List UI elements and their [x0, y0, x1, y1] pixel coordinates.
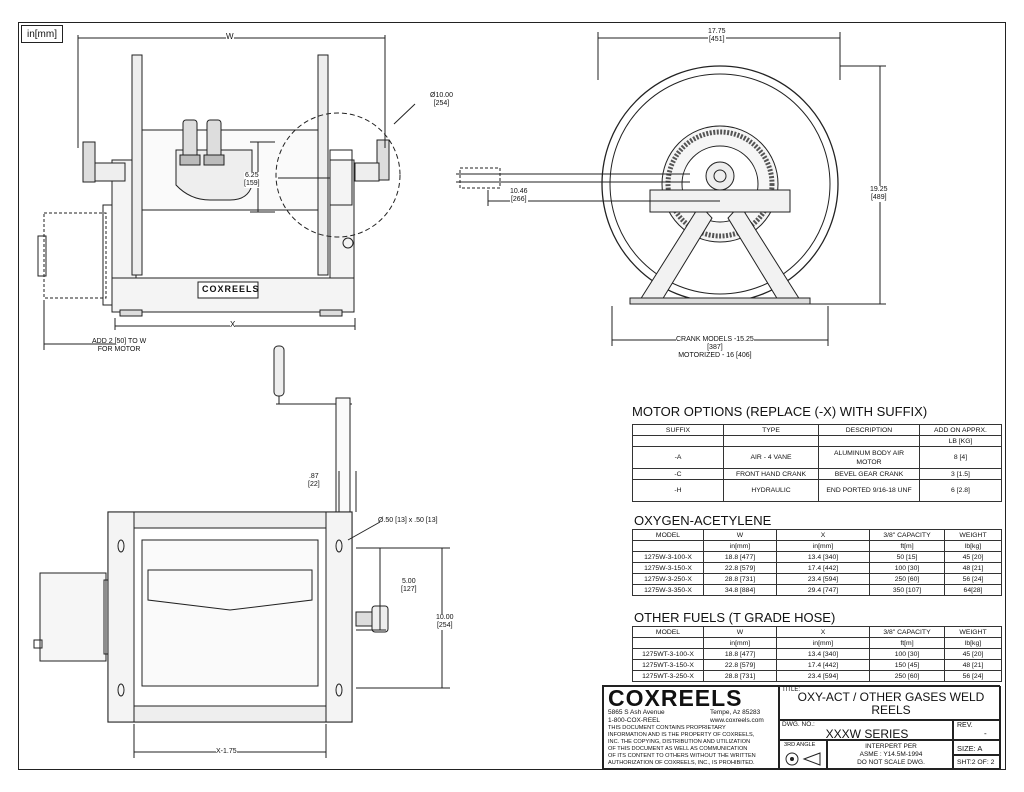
- header-cell: SUFFIX: [632, 424, 724, 436]
- table-units-row: in[mm]in[mm] ft[m]lb[kg]: [632, 637, 1002, 649]
- dwg-number: XXXW SERIES: [825, 727, 909, 741]
- table-units-row: in[mm]in[mm] ft[m]lb[kg]: [632, 540, 1002, 552]
- unit-cell: LB [KG]: [919, 435, 1002, 447]
- nameplate-logo: COXREELS: [202, 284, 260, 294]
- side-view-reel: [37, 35, 416, 350]
- motor-options-table: SUFFIX TYPE DESCRIPTION ADD ON APPRX. LB…: [632, 424, 1002, 502]
- third-angle-projection-icon: [785, 752, 821, 766]
- rev-value: -: [984, 729, 987, 738]
- sheet-cell: SHT:2 OF: 2: [953, 755, 1001, 770]
- company-address: 5865 S Ash Avenue: [608, 709, 665, 716]
- table-header-row: SUFFIX TYPE DESCRIPTION ADD ON APPRX.: [632, 424, 1002, 436]
- header-cell: ADD ON APPRX.: [919, 424, 1002, 436]
- company-logo: COXREELS: [608, 685, 743, 711]
- drawing-sheet-border: [18, 22, 1006, 770]
- dim-5-00: 5.00[127]: [401, 578, 417, 594]
- company-website: www.coxreels.com: [710, 717, 764, 724]
- dim-x: X: [230, 320, 236, 329]
- title-label: TITLE:: [782, 687, 801, 693]
- dim-6-25: 6.25[159]: [244, 172, 260, 188]
- header-cell: TYPE: [723, 424, 819, 436]
- projection-label: 3RD ANGLE: [784, 742, 816, 748]
- dim-diameter: Ø10.00[254]: [430, 92, 453, 107]
- dim-w: W: [226, 32, 234, 41]
- company-cell: COXREELS 5865 S Ash Avenue Tempe, Az 852…: [603, 685, 779, 770]
- dwg-no-cell: DWG. NO.: XXXW SERIES: [779, 720, 953, 741]
- front-view-reel: [456, 32, 886, 346]
- header-cell: DESCRIPTION: [818, 424, 920, 436]
- dim-087: .87[22]: [308, 473, 320, 488]
- dwg-no-label: DWG. NO.:: [782, 721, 815, 728]
- top-view-reel: [33, 345, 450, 758]
- dim-overall-width: 17.75[451]: [708, 28, 726, 44]
- dim-10-00: 10.00[254]: [436, 614, 454, 630]
- rev-label: REV.: [957, 722, 973, 729]
- oxy-table-title: OXYGEN-ACETYLENE: [634, 513, 772, 528]
- units-label: in[mm]: [21, 25, 63, 43]
- sheet-size: SIZE: A: [957, 744, 983, 753]
- dim-x-minus: X-1.75: [216, 748, 237, 756]
- dim-hub: 10.46[266]: [510, 188, 528, 204]
- company-phone: 1-800-COX-REEL: [608, 717, 661, 724]
- size-cell: SIZE: A: [953, 740, 1001, 755]
- other-fuels-title: OTHER FUELS (T GRADE HOSE): [634, 610, 836, 625]
- table-subheader-row: LB [KG]: [632, 435, 1002, 447]
- rev-cell: REV. -: [953, 720, 1001, 740]
- projection-cell: 3RD ANGLE: [779, 740, 827, 770]
- dim-crank: CRANK MODELS -15.25[387]MOTORIZED - 16 […: [676, 336, 754, 360]
- title-block: COXREELS 5865 S Ash Avenue Tempe, Az 852…: [602, 685, 1001, 770]
- dim-slot: Ø.50 [13] x .50 [13]: [378, 517, 438, 524]
- sheet-number: SHT:2 OF: 2: [957, 759, 995, 766]
- company-city: Tempe, Az 85283: [710, 709, 761, 716]
- motor-options-title: MOTOR OPTIONS (REPLACE (-X) WITH SUFFIX): [632, 404, 928, 419]
- dim-overall-height: 19.25[489]: [870, 186, 888, 202]
